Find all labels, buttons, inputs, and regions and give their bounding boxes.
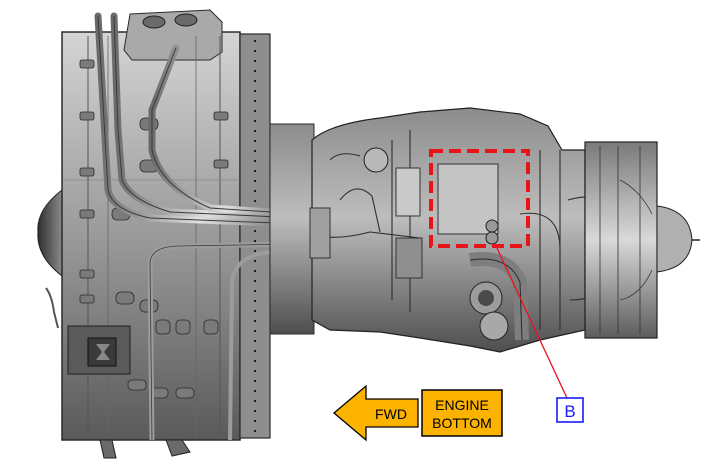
core-pump [363, 147, 389, 173]
fwd-label: FWD [375, 406, 407, 422]
fan-case [37, 9, 310, 459]
fan-flange [239, 33, 271, 439]
exhaust-plug [656, 205, 693, 273]
view-label-line1: ENGINE [435, 397, 489, 413]
callout-b: B [556, 397, 584, 423]
turbine-section [584, 141, 700, 339]
detail-highlight-box [429, 149, 530, 248]
view-label-line2: BOTTOM [432, 415, 492, 431]
tank-cap-right [174, 13, 198, 27]
spinner-cone [37, 188, 63, 278]
fwd-arrow: FWD [332, 384, 419, 442]
tank-cap-left [142, 15, 166, 29]
turbine-case [584, 141, 658, 339]
arrow-icon [332, 384, 419, 442]
transition-duct [269, 123, 315, 335]
callout-leader-line [495, 245, 568, 399]
callout-b-label: B [564, 402, 575, 421]
view-label: ENGINE BOTTOM [421, 389, 503, 437]
